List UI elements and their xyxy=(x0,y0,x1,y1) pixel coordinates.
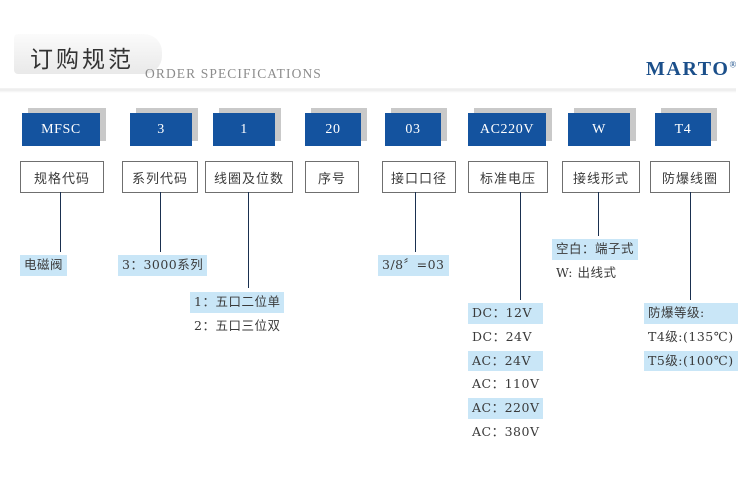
detail-option[interactable]: T5级:(100℃) xyxy=(644,350,738,372)
code-box-value: 20 xyxy=(305,113,361,146)
code-box-3[interactable]: 1 xyxy=(213,108,281,146)
detail-option[interactable]: T4级:(135℃) xyxy=(648,328,734,344)
detail-group-8: 防爆等级: T4级:(135℃) T5级:(100℃) xyxy=(644,303,738,374)
detail-option[interactable]: 空白：端子式 xyxy=(552,239,639,260)
connector-line-3 xyxy=(248,192,249,288)
brand-logo: MARTO® xyxy=(646,58,738,81)
code-box-value: 1 xyxy=(213,113,275,146)
connector-line-8 xyxy=(690,192,691,300)
code-box-8[interactable]: T4 xyxy=(655,108,717,146)
registered-trademark-icon: ® xyxy=(729,59,738,70)
detail-option[interactable]: 3：3000系列 xyxy=(118,255,208,276)
code-box-2[interactable]: 3 xyxy=(130,108,198,146)
code-box-1[interactable]: MFSC xyxy=(22,108,106,146)
label-box-4[interactable]: 序号 xyxy=(305,161,359,193)
detail-option[interactable]: AC：380V xyxy=(472,423,540,439)
code-box-4[interactable]: 20 xyxy=(305,108,367,146)
detail-group-2: 3：3000系列 xyxy=(118,255,208,279)
detail-option[interactable]: 2：五口三位双 xyxy=(194,317,281,333)
detail-group-5: 3/8〞=03 xyxy=(378,255,449,279)
detail-option[interactable]: 1：五口二位单 xyxy=(190,292,285,313)
label-box-5[interactable]: 接口口径 xyxy=(382,161,456,193)
label-box-2[interactable]: 系列代码 xyxy=(122,161,198,193)
page-title-cn: 订购规范 xyxy=(30,47,134,73)
detail-group-1: 电磁阀 xyxy=(20,255,68,279)
code-box-value: T4 xyxy=(655,113,711,146)
connector-line-7 xyxy=(598,192,599,236)
label-box-7[interactable]: 接线形式 xyxy=(562,161,640,193)
connector-line-1 xyxy=(60,192,61,252)
code-box-value: W xyxy=(568,113,630,146)
code-box-value: AC220V xyxy=(468,113,546,146)
detail-option[interactable]: 电磁阀 xyxy=(20,255,68,276)
detail-option[interactable]: W: 出线式 xyxy=(556,264,617,280)
detail-option[interactable]: AC：220V xyxy=(468,398,544,419)
detail-option[interactable]: AC：110V xyxy=(472,376,540,392)
label-box-6[interactable]: 标准电压 xyxy=(468,161,548,193)
code-box-6[interactable]: AC220V xyxy=(468,108,552,146)
detail-option[interactable]: DC：12V xyxy=(468,303,544,324)
connector-line-2 xyxy=(160,192,161,252)
header-tab-shape xyxy=(14,34,162,74)
label-box-1[interactable]: 规格代码 xyxy=(20,161,104,193)
detail-option[interactable]: DC：24V xyxy=(472,328,533,344)
detail-option[interactable]: 3/8〞=03 xyxy=(378,255,449,276)
code-box-value: 03 xyxy=(385,113,441,146)
header-divider xyxy=(0,88,736,93)
code-box-value: MFSC xyxy=(22,113,100,146)
label-box-3[interactable]: 线圈及位数 xyxy=(205,161,293,193)
detail-group-3: 1：五口二位单 2：五口三位双 xyxy=(190,292,285,340)
label-box-8[interactable]: 防爆线圈 xyxy=(650,161,730,193)
code-box-5[interactable]: 03 xyxy=(385,108,447,146)
code-box-7[interactable]: W xyxy=(568,108,636,146)
connector-line-5 xyxy=(415,192,416,252)
page-title-en: ORDER SPECIFICATIONS xyxy=(145,66,322,81)
connector-line-6 xyxy=(520,192,521,300)
detail-group-7: 空白：端子式 W: 出线式 xyxy=(552,239,639,287)
detail-option[interactable]: 防爆等级: xyxy=(644,303,738,324)
detail-option[interactable]: AC：24V xyxy=(468,350,544,372)
code-box-value: 3 xyxy=(130,113,192,146)
detail-group-6: DC：12V DC：24V AC：24V AC：110V AC：220V AC：380V xyxy=(468,303,544,446)
brand-logo-text: MARTO xyxy=(645,58,730,80)
